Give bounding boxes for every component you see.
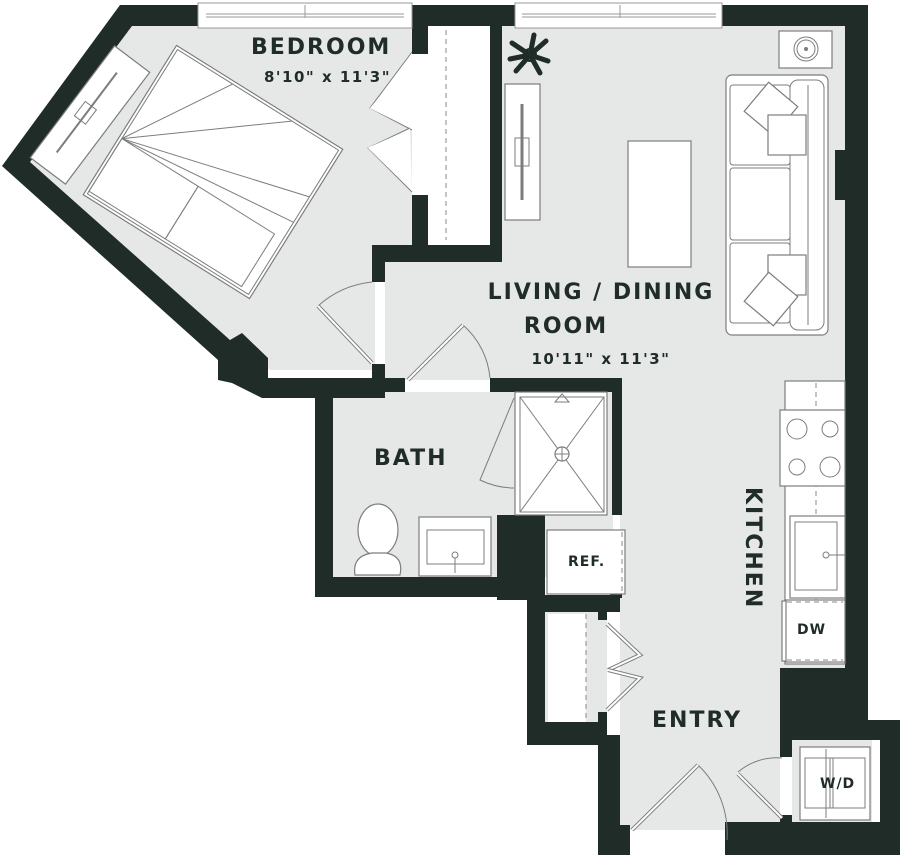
entry-label: ENTRY xyxy=(652,708,743,733)
kitchen-sink-icon xyxy=(789,515,846,599)
entry-door-icon xyxy=(630,763,728,841)
living-label-line1: LIVING / DINING xyxy=(487,280,715,305)
living-label-line2: ROOM xyxy=(523,314,609,339)
bedroom-label: BEDROOM xyxy=(251,35,392,60)
toilet-icon xyxy=(354,503,402,576)
bedroom-living-divider xyxy=(372,245,502,282)
windows xyxy=(197,2,723,29)
bedroom-closet-jamb-2 xyxy=(412,195,428,245)
laundry-jamb xyxy=(780,815,792,830)
entry-bottom-left xyxy=(598,825,630,855)
door-icon xyxy=(406,323,491,382)
entry-floor xyxy=(620,690,780,830)
bath-service-block xyxy=(497,515,545,600)
closet-icon xyxy=(548,614,644,722)
washer-dryer-label: W/D xyxy=(820,776,856,792)
bedroom-outer-wall xyxy=(2,5,385,398)
entry-bottom-strip xyxy=(725,822,900,855)
refrigerator-icon xyxy=(546,529,626,595)
laundry-door-icon xyxy=(736,757,784,820)
bath-label: BATH xyxy=(374,446,448,471)
door-icon xyxy=(316,281,374,365)
window-icon xyxy=(197,2,413,29)
kitchen-label: KITCHEN xyxy=(740,487,765,610)
dishwasher-label: DW xyxy=(797,622,827,638)
washer-dryer-icon xyxy=(799,746,871,821)
desk-icon xyxy=(29,45,151,185)
sink-icon xyxy=(418,516,492,577)
closet-walls xyxy=(527,595,620,830)
cooktop-icon xyxy=(779,409,846,487)
bedroom-dimensions: 8'10" x 11'3" xyxy=(264,68,392,86)
dishwasher-icon xyxy=(781,599,846,663)
refrigerator-label: REF. xyxy=(568,554,606,570)
plant-icon xyxy=(507,32,551,76)
top-wall-right xyxy=(722,5,868,720)
closet-icon xyxy=(367,26,450,244)
bedroom-closet-jamb xyxy=(412,40,432,54)
kitchen-laundry-block xyxy=(780,668,868,757)
coffee-table-icon xyxy=(627,140,692,268)
tv-console-icon xyxy=(504,83,541,221)
side-table-lamp-icon xyxy=(778,30,833,69)
sofa-icon xyxy=(725,74,829,336)
living-dimensions: 10'11" x 11'3" xyxy=(531,350,671,368)
bed-icon xyxy=(82,44,344,300)
shower-icon xyxy=(479,391,608,516)
window-icon xyxy=(514,2,723,29)
